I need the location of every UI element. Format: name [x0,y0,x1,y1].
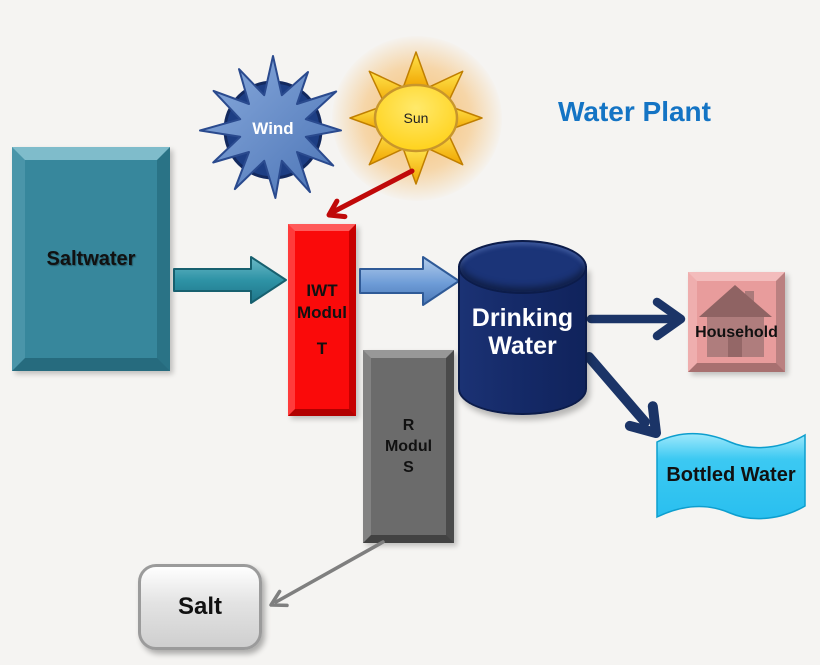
iwt-line2: Modul [296,303,348,322]
saltwater-node: Saltwater [12,147,170,371]
house-icon [699,285,772,357]
sun-label: Sun [404,110,429,126]
drinking-water-label: Drinking Water [458,302,587,362]
drinking-line2: Water [488,332,557,360]
bottled-water-node: Bottled Water [652,430,810,525]
household-node: Household [688,272,785,372]
sun-icon: Sun [349,51,483,185]
salt-node: Salt [138,564,262,650]
arrow-rmodule-to-salt [269,540,385,608]
arrow-drinking-to-household [586,297,686,341]
iwt-module-label: IWT Modul T [295,231,349,409]
salt-label: Salt [177,593,222,620]
saltwater-label: Saltwater [46,247,136,270]
drinking-line1: Drinking [471,304,574,332]
wind-label: Wind [252,119,293,138]
r-module-node: R Modul S [363,350,454,543]
r-line2: Modul [384,438,433,455]
household-label: Household [695,324,778,341]
iwt-line1: IWT [306,281,338,300]
iwt-module-node: IWT Modul T [288,224,356,416]
arrow-drinking-to-bottled [584,352,661,438]
wave-shape [656,433,806,520]
arrow-iwt-to-drinking [359,256,460,306]
cylinder-top [458,240,587,294]
r-module-label: R Modul S [371,358,446,535]
drinking-water-node: Drinking Water [458,240,587,417]
r-line3: S [403,459,414,476]
bottled-water-label: Bottled Water [666,463,796,486]
arrow-saltwater-to-iwt [173,256,287,304]
page-title: Water Plant [558,96,711,127]
r-line1: R [402,417,415,434]
wind-icon: Wind [199,55,342,199]
iwt-line3: T [316,339,328,358]
